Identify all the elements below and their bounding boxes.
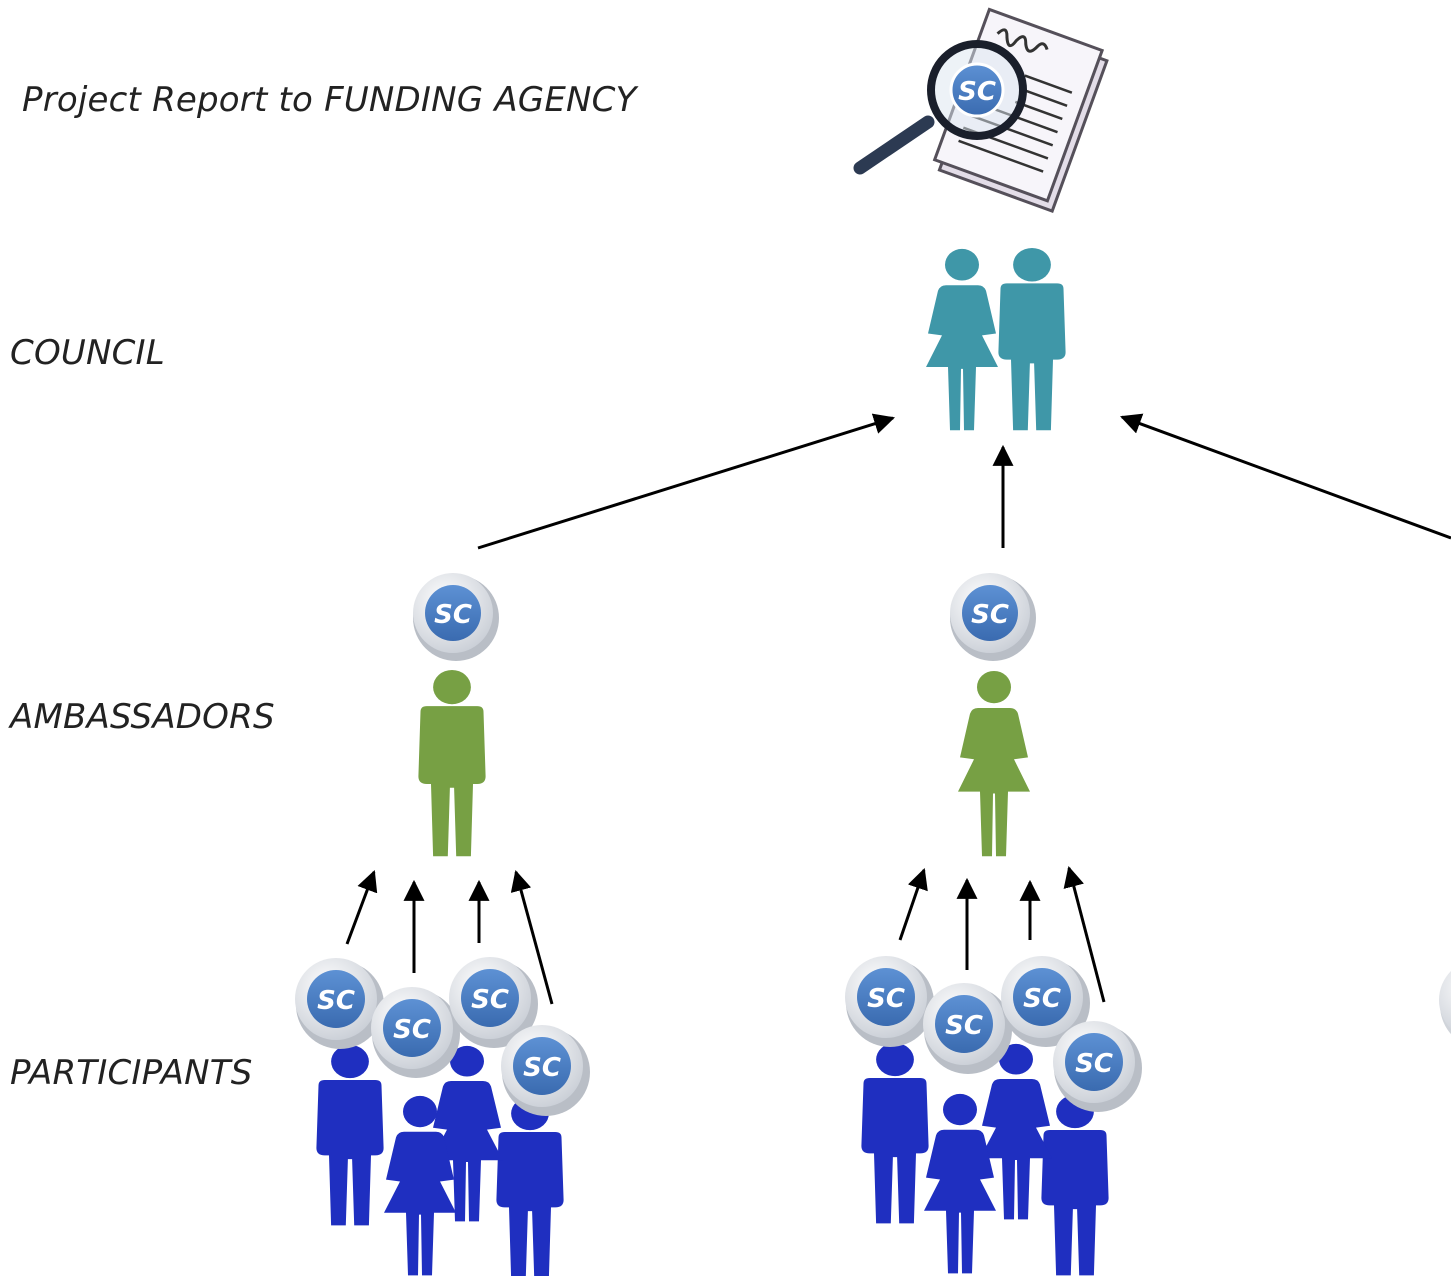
- arrow-up: [898, 868, 928, 941]
- sc-badge-partial: [1439, 971, 1451, 1035]
- sc-badge: SC: [1053, 1021, 1142, 1112]
- participant-male-icon: [496, 1097, 564, 1276]
- badge-label: SC: [958, 77, 996, 107]
- magnifier-handle-icon: [853, 115, 935, 175]
- council-female-icon: [926, 248, 998, 431]
- arrow-up: [1120, 413, 1451, 540]
- council-male-icon: [998, 248, 1066, 431]
- sc-badge: SC: [845, 956, 934, 1047]
- participant-badges-middle: SC SC SC SC: [845, 956, 1142, 1112]
- arrows-to-council: [477, 413, 1451, 550]
- report-level-label: Project Report to FUNDING AGENCY: [22, 80, 637, 120]
- sc-badge: SC: [950, 573, 1036, 661]
- badge-label: SC: [523, 1053, 561, 1083]
- arrow-up: [510, 869, 554, 1005]
- participant-male-icon: [1041, 1095, 1109, 1276]
- badge-label: SC: [393, 1015, 431, 1045]
- participant-male-icon: [316, 1045, 384, 1226]
- participants-level-label: PARTICIPANTS: [10, 1053, 253, 1093]
- sc-badge: SC: [295, 958, 384, 1049]
- ambassador-male-icon: [418, 670, 486, 857]
- arrows-to-ambassadors: [345, 865, 1106, 1005]
- badge-label: SC: [1023, 984, 1061, 1014]
- arrow-up: [477, 413, 896, 550]
- badge-label: SC: [471, 985, 509, 1015]
- badge-label: SC: [317, 986, 355, 1016]
- badge-label: SC: [867, 984, 905, 1014]
- ambassador-female-icon: [958, 670, 1030, 857]
- sc-badge: SC: [923, 983, 1012, 1074]
- ambassador-middle: SC: [950, 573, 1036, 857]
- participant-male-icon: [861, 1043, 929, 1224]
- council-level-label: COUNCIL: [10, 333, 165, 373]
- sc-badge: SC: [413, 573, 499, 661]
- sc-badge: SC: [1001, 956, 1090, 1047]
- arrow-up: [1063, 865, 1106, 1003]
- arrow-up: [345, 870, 378, 945]
- project-report-icon: SC: [853, 7, 1109, 214]
- participant-badges-left: SC SC SC SC: [295, 957, 590, 1116]
- badge-label: SC: [971, 600, 1009, 630]
- ambassador-left: SC: [413, 573, 499, 857]
- sc-badge: SC: [501, 1025, 590, 1116]
- ambassadors-level-label: AMBASSADORS: [10, 697, 275, 737]
- badge-label: SC: [434, 600, 472, 630]
- council-figures: [926, 248, 1066, 431]
- sc-badge: SC: [371, 987, 460, 1078]
- sc-badge: SC: [449, 957, 538, 1048]
- badge-label: SC: [1075, 1049, 1113, 1079]
- badge-label: SC: [945, 1011, 983, 1041]
- participant-female-icon: [980, 1043, 1052, 1220]
